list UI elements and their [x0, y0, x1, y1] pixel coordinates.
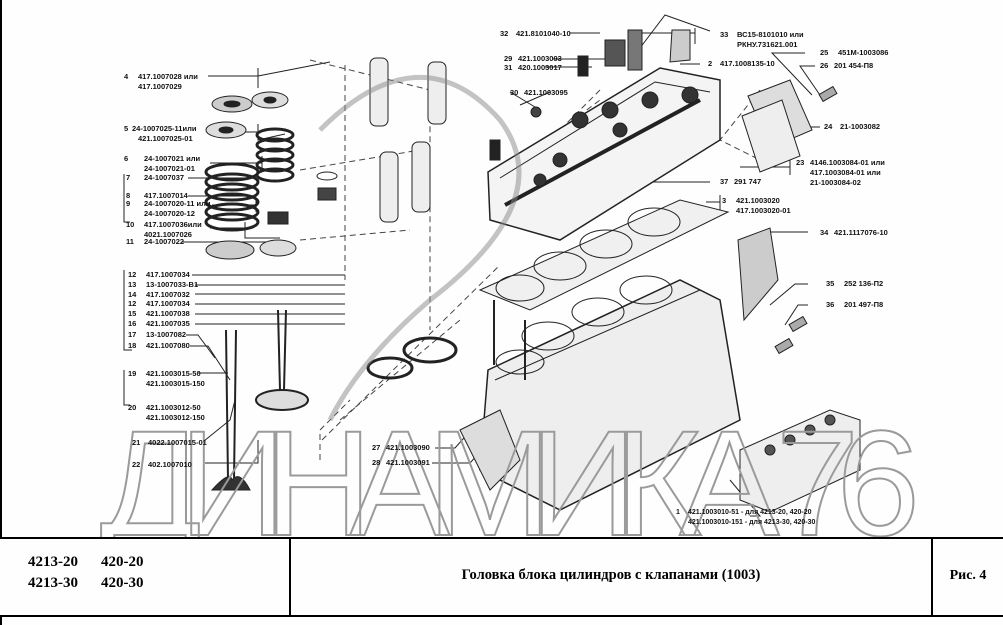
- watermark-arc: [318, 75, 522, 422]
- figure-cell: Рис. 4: [933, 539, 1003, 615]
- engine-model: 4213-20: [28, 554, 78, 570]
- frame-border: [0, 0, 2, 625]
- head-gasket: [478, 199, 730, 311]
- assembled-head: [739, 409, 861, 513]
- models-cell: 4213-20 420-20 4213-30 420-30: [0, 539, 291, 615]
- cylinder-head: [487, 29, 721, 241]
- cylinder-block: [459, 275, 741, 511]
- title-block: 4213-20 420-20 4213-30 420-30 Головка блок…: [0, 537, 1003, 617]
- model-row: 4213-30 420-30: [28, 575, 174, 592]
- engine-model: 4213-30: [28, 575, 78, 591]
- drawing-title: Головка блока цилиндров с клапанами (100…: [461, 567, 761, 583]
- engine-model: 420-30: [101, 575, 144, 591]
- model-row: 4213-20 420-20: [28, 554, 174, 571]
- figure-number: Рис. 4: [949, 568, 987, 583]
- engine-model: 420-20: [101, 554, 144, 570]
- title-cell: Головка блока цилиндров с клапанами (100…: [291, 539, 933, 615]
- cover-plate: [737, 79, 838, 355]
